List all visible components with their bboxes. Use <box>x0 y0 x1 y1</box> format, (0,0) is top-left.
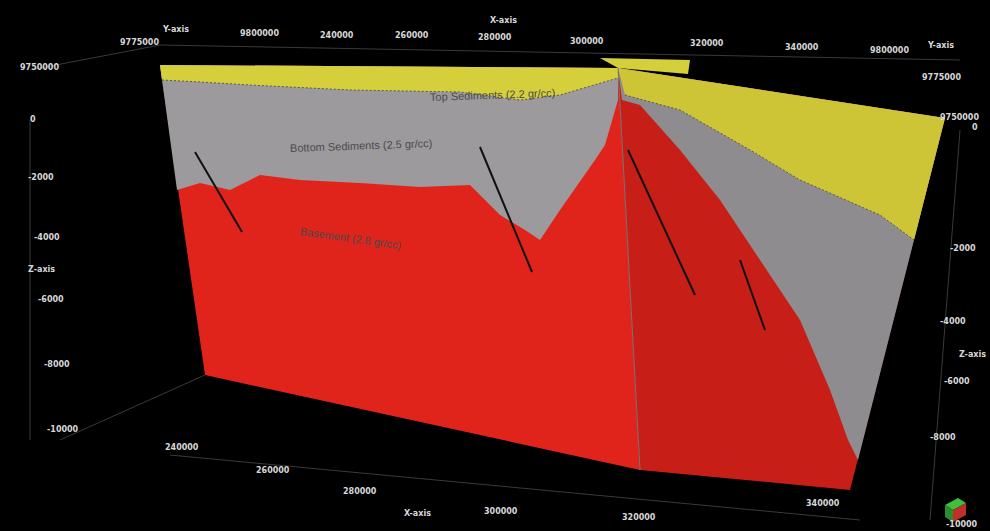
axis-tick: 300000 <box>570 38 603 46</box>
axis-tick: -6000 <box>38 296 64 304</box>
axis-tick: -2000 <box>28 174 54 182</box>
axis-title: Y-axis <box>163 26 189 34</box>
axis-tick: 9800000 <box>240 30 279 38</box>
axis-tick: 9750000 <box>20 64 59 72</box>
axis-tick: 320000 <box>690 40 723 48</box>
axis-tick: 300000 <box>484 508 517 516</box>
axis-tick: 340000 <box>806 500 839 508</box>
axis-tick: -8000 <box>44 361 70 369</box>
axis-tick: -4000 <box>940 318 966 326</box>
axis-tick: 320000 <box>622 514 655 522</box>
axis-tick: 9775000 <box>120 39 159 47</box>
axis-tick: -10000 <box>946 521 977 529</box>
axis-tick: 280000 <box>343 488 376 496</box>
axis-tick: 240000 <box>165 444 198 452</box>
axis-title: X-axis <box>404 510 431 518</box>
axis-tick: 260000 <box>256 467 289 475</box>
axis-tick: 9800000 <box>870 47 909 55</box>
axis-title: Y-axis <box>928 42 954 50</box>
axis-tick: -6000 <box>944 378 970 386</box>
axis-tick: -4000 <box>34 234 60 242</box>
axis-title: Z-axis <box>28 266 55 274</box>
axis-tick: -2000 <box>950 245 976 253</box>
axis-tick: 340000 <box>785 44 818 52</box>
axis-title: X-axis <box>490 17 517 25</box>
axis-tick: 0 <box>30 116 36 124</box>
axis-tick: 240000 <box>320 32 353 40</box>
axis-tick: -8000 <box>930 434 956 442</box>
axis-tick: 260000 <box>395 32 428 40</box>
axis-tick: 9750000 <box>940 114 979 122</box>
axis-tick: -10000 <box>47 426 78 434</box>
axis-title: Z-axis <box>959 351 986 359</box>
axis-tick: 280000 <box>478 34 511 42</box>
axis-tick: 0 <box>972 124 978 132</box>
axis-tick: 9775000 <box>922 74 961 82</box>
